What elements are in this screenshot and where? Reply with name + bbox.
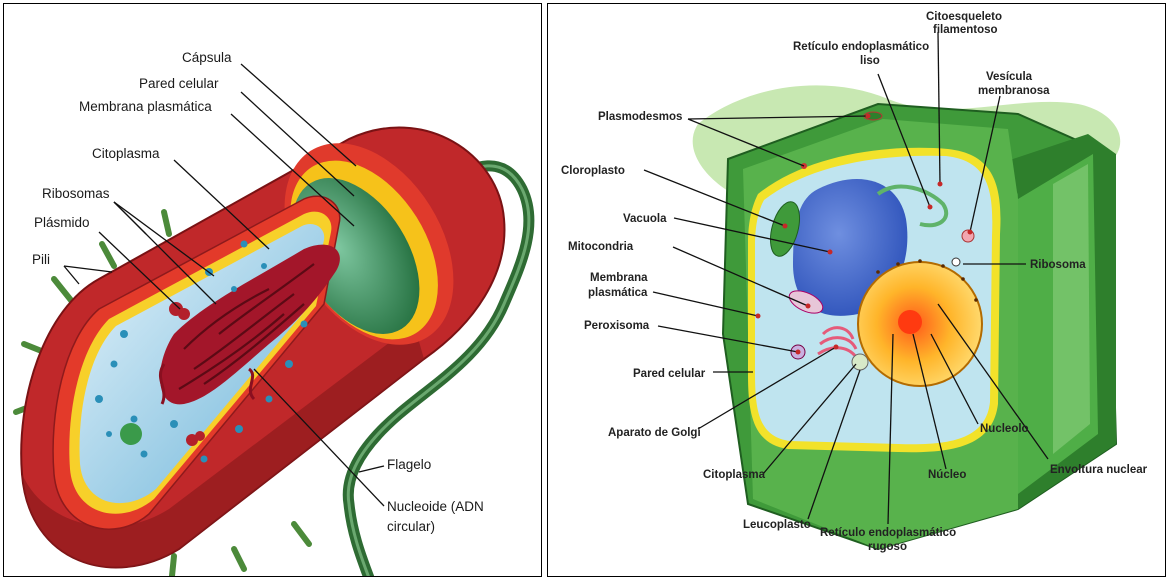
label-pared-celular: Pared celular: [633, 368, 706, 380]
label-mitocondria: Mitocondria: [568, 241, 634, 253]
label-rel-2: liso: [860, 55, 880, 67]
label-flagelo: Flagelo: [387, 457, 431, 472]
label-ribosoma: Ribosoma: [1030, 259, 1086, 271]
bacterial-cell-panel: Cápsula Pared celular Membrana plasmátic…: [3, 3, 542, 577]
ribosome: [952, 258, 960, 266]
label-membrana-1: Membrana: [590, 272, 648, 284]
label-membrana-plasmatica: Membrana plasmática: [79, 99, 212, 114]
plant-cell-panel: Citoesqueleto filamentoso Retículo endop…: [547, 3, 1166, 577]
label-nucleoide-1: Nucleoide (ADN: [387, 499, 484, 514]
label-citoplasma: Citoplasma: [703, 469, 766, 481]
bacterial-cell-diagram: Cápsula Pared celular Membrana plasmátic…: [4, 4, 542, 577]
label-rer-1: Retículo endoplasmático: [820, 527, 956, 539]
label-citoesqueleto-1: Citoesqueleto: [926, 11, 1002, 23]
label-pili: Pili: [32, 252, 50, 267]
label-citoplasma: Citoplasma: [92, 146, 160, 161]
label-rel-1: Retículo endoplasmático: [793, 41, 929, 53]
label-capsula: Cápsula: [182, 50, 232, 65]
label-vacuola: Vacuola: [623, 213, 667, 225]
label-nucleo: Núcleo: [928, 469, 966, 481]
leucoplast: [852, 354, 868, 370]
nucleolus: [898, 310, 922, 334]
label-rer-2: rugoso: [868, 541, 907, 553]
label-membrana-2: plasmática: [588, 287, 648, 299]
label-ribosomas: Ribosomas: [42, 186, 110, 201]
label-plasmodesmos: Plasmodesmos: [598, 111, 682, 123]
label-citoesqueleto-2: filamentoso: [933, 24, 998, 36]
label-peroxisoma: Peroxisoma: [584, 320, 650, 332]
label-envoltura-nuclear: Envoltura nuclear: [1050, 464, 1148, 476]
label-vesicula-2: membranosa: [978, 85, 1050, 97]
label-leucoplasto: Leucoplasto: [743, 519, 811, 531]
storage-granule: [120, 423, 142, 445]
label-aparato-golgi: Aparato de Golgi: [608, 427, 701, 439]
label-nucleolo: Nucleolo: [980, 423, 1029, 435]
label-pared-celular: Pared celular: [139, 76, 219, 91]
label-cloroplasto: Cloroplasto: [561, 165, 625, 177]
label-vesicula-1: Vesícula: [986, 71, 1033, 83]
label-nucleoide-2: circular): [387, 519, 435, 534]
label-plasmido: Plásmido: [34, 215, 90, 230]
plant-cell-diagram: Citoesqueleto filamentoso Retículo endop…: [548, 4, 1166, 577]
